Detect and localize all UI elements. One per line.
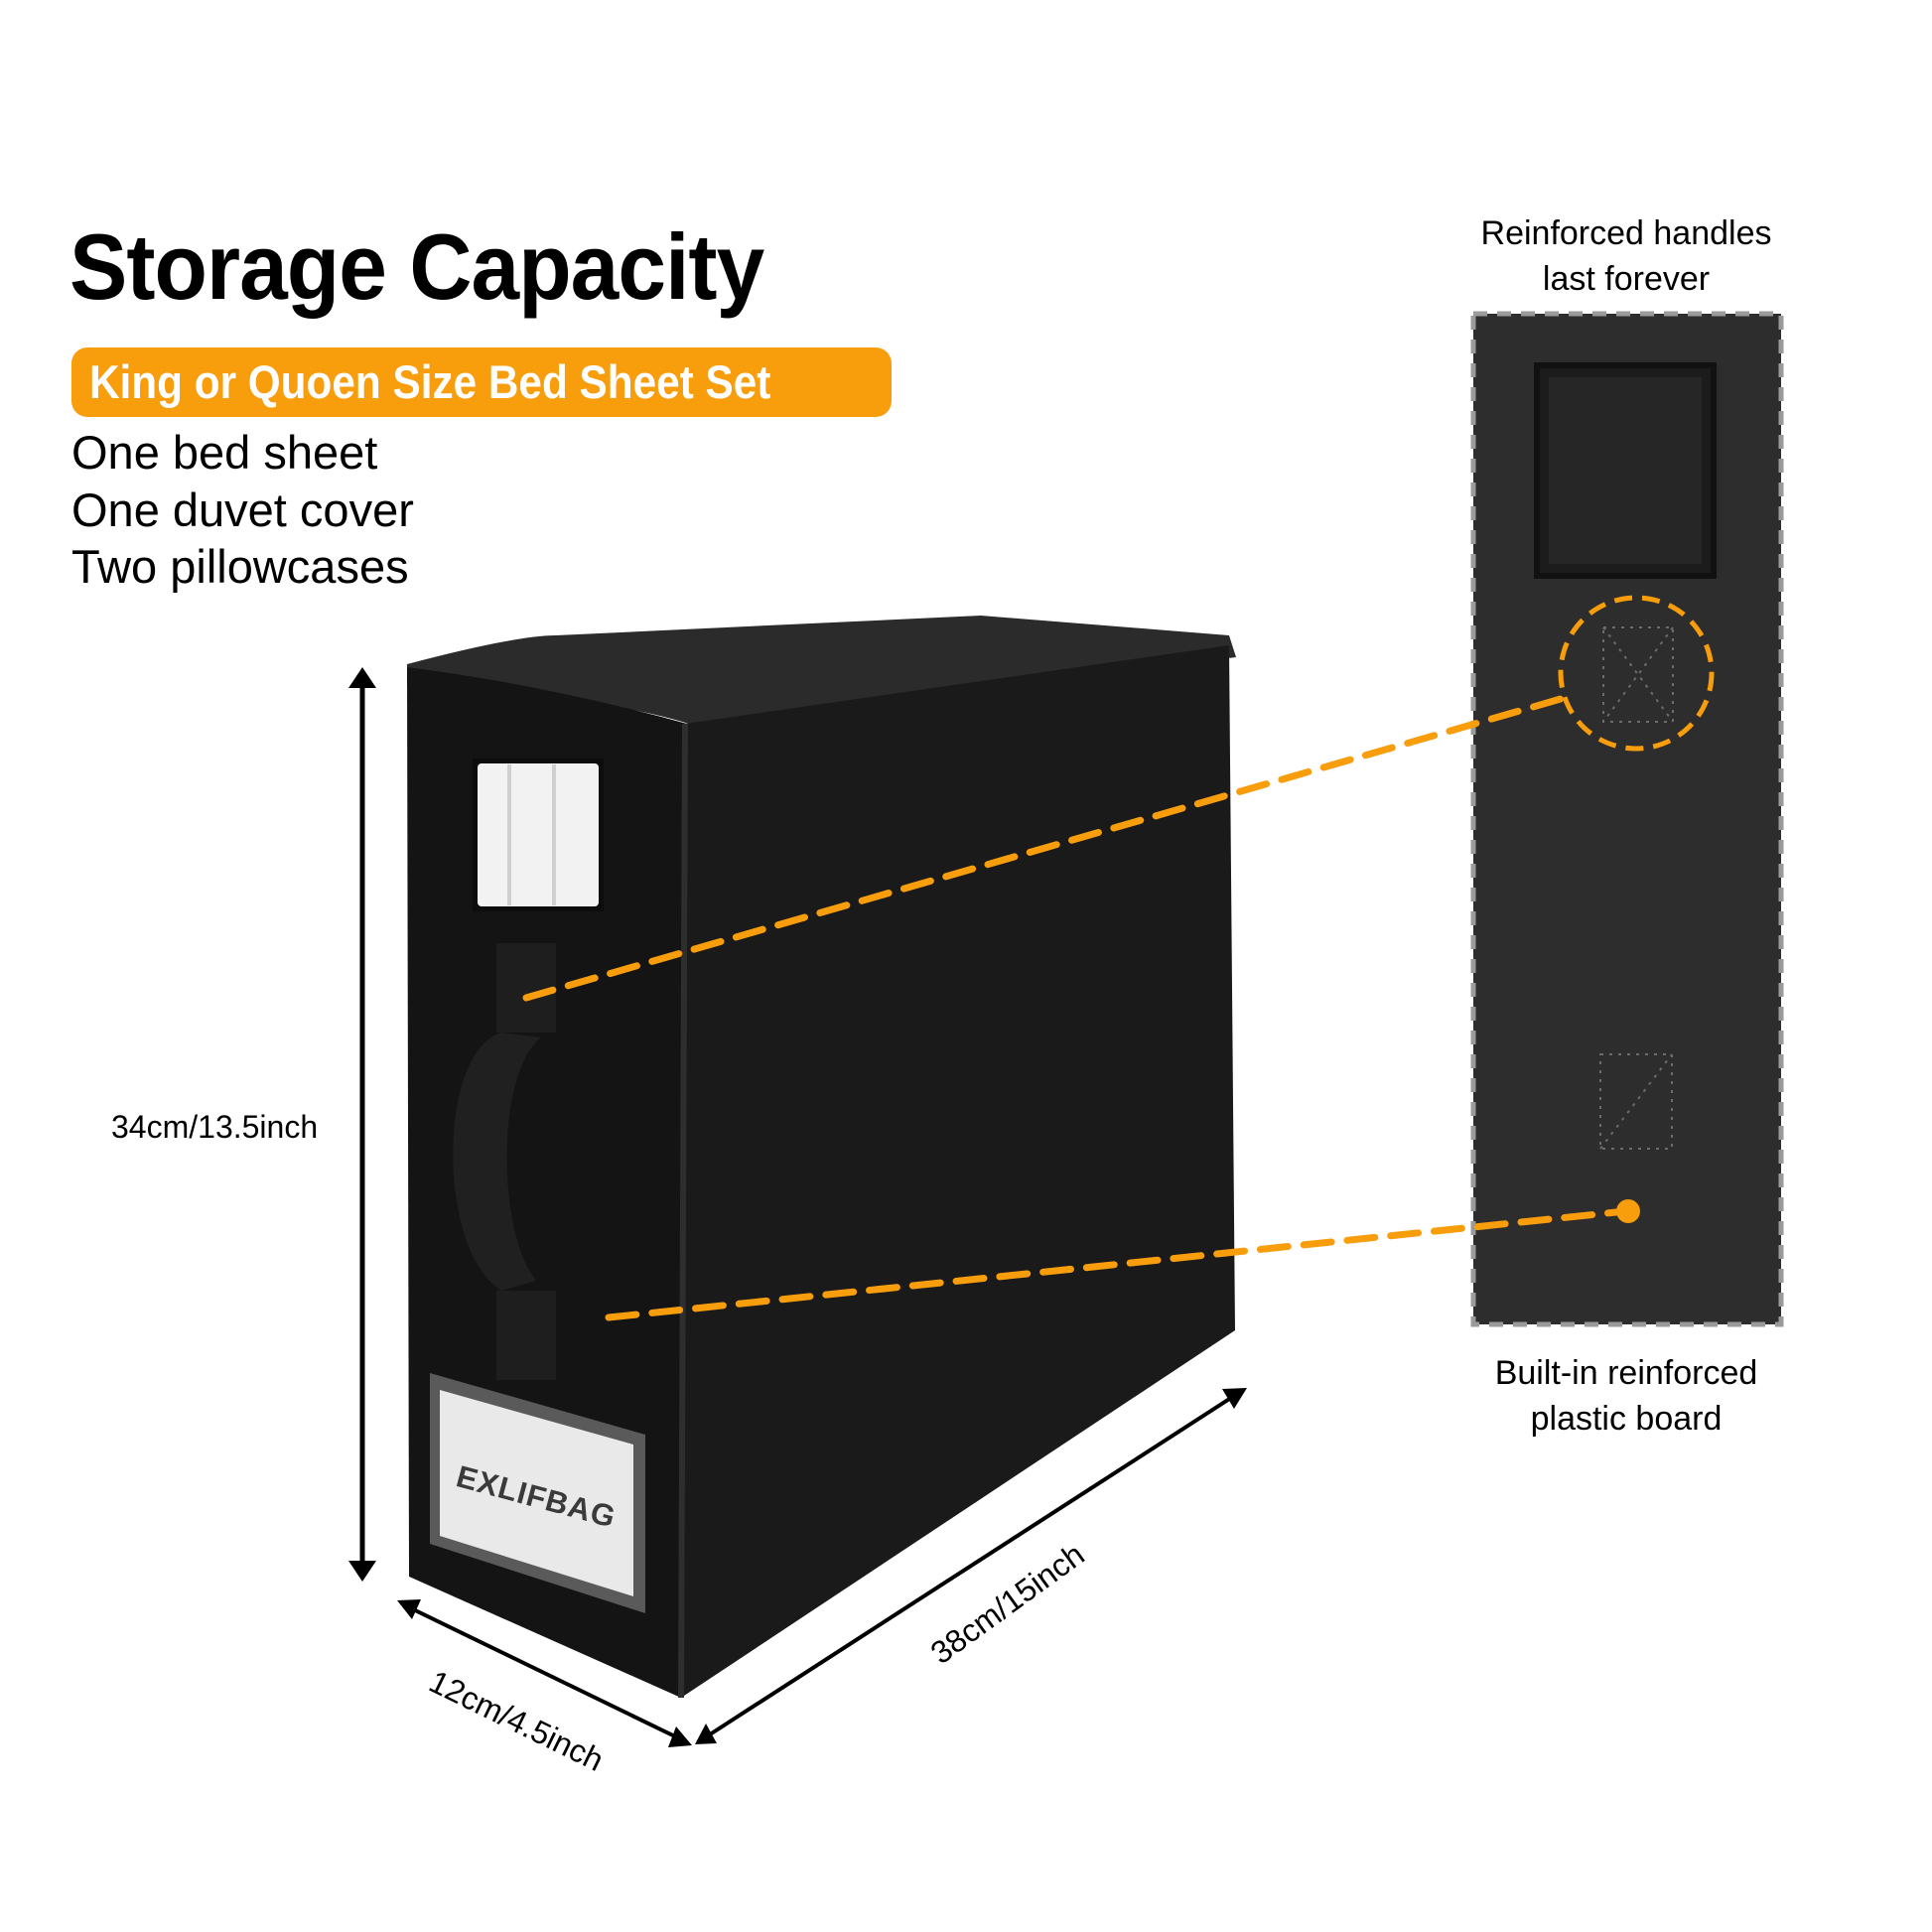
caption-line: Built-in reinforced	[1494, 1354, 1758, 1392]
callout-circle-marker	[1558, 595, 1715, 752]
capacity-item: One bed sheet	[71, 426, 378, 479]
capacity-item: Two pillowcases	[71, 540, 409, 593]
depth-arrow-head-end	[668, 1726, 692, 1747]
caption-line: Reinforced handles	[1480, 214, 1772, 252]
depth-arrow	[408, 1605, 680, 1740]
callout-line-top	[522, 695, 1565, 1002]
height-dimension-label: 34cm/13.5inch	[111, 1109, 319, 1145]
callout-dot-marker	[1616, 1199, 1640, 1223]
handle-slot-inner	[1549, 377, 1702, 564]
callout-caption-handles: Reinforced handles last forever	[1457, 210, 1795, 302]
handle-strap-top	[496, 943, 556, 1033]
label-card	[440, 1390, 633, 1596]
stitch-x-bottom	[1599, 1053, 1673, 1150]
length-arrow	[705, 1394, 1236, 1738]
size-badge-label: King or Quoen Size Bed Sheet Set	[89, 355, 771, 408]
length-arrow-head-start	[695, 1724, 717, 1744]
caption-line: last forever	[1542, 260, 1711, 298]
box-top-face	[407, 616, 1236, 724]
callout-line-bottom	[605, 1208, 1620, 1321]
box-window	[478, 763, 599, 906]
detail-panel	[1470, 311, 1784, 1327]
storage-box	[407, 616, 1236, 1699]
stitch-x-top	[1602, 626, 1674, 723]
caption-line: plastic board	[1530, 1400, 1723, 1438]
page-title: Storage Capacity	[69, 214, 764, 319]
size-badge	[71, 347, 892, 417]
height-arrow-head-top	[348, 667, 376, 688]
box-side-face	[681, 645, 1235, 1698]
handle-strap-bottom	[496, 1291, 556, 1380]
callout-caption-board: Built-in reinforced plastic board	[1457, 1350, 1795, 1442]
length-arrow-head-end	[1222, 1388, 1247, 1409]
height-arrow-head-bottom	[348, 1561, 376, 1582]
handle	[453, 1033, 541, 1291]
capacity-item: One duvet cover	[71, 483, 414, 536]
depth-arrow-head-start	[397, 1599, 421, 1619]
